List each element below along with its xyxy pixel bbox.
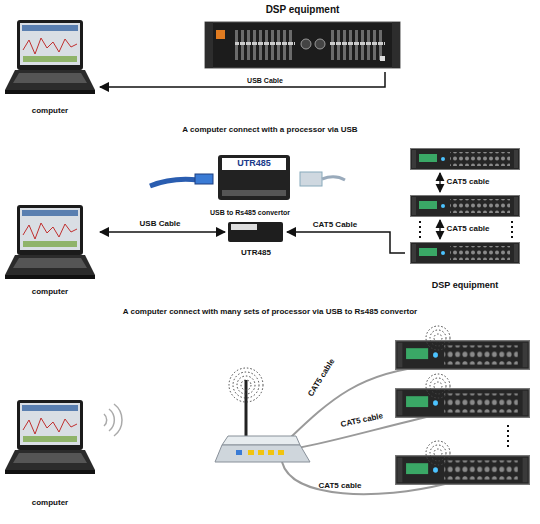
wifi-waves (109, 409, 114, 431)
dsp-unit (330, 30, 385, 60)
wireless-router (215, 380, 310, 462)
dsp-unit (392, 22, 400, 68)
wifi-signal (426, 441, 450, 465)
wireless-router (248, 450, 254, 455)
converter-device (231, 224, 257, 230)
wifi-signal (241, 380, 251, 390)
device-logo: UTR485 (237, 159, 271, 169)
wifi-signal (430, 445, 446, 461)
converter-photo (150, 179, 198, 186)
dsp-unit (315, 39, 325, 49)
wifi-signal (233, 372, 259, 398)
dsp-unit (396, 341, 530, 370)
continuation-dots (511, 221, 513, 239)
cable-arrow (287, 232, 405, 253)
dsp-unit (235, 30, 295, 60)
wifi-signal (430, 378, 446, 394)
wifi-signal (426, 326, 450, 465)
laptop-computer (5, 400, 95, 474)
wireless-router (245, 380, 248, 440)
converter-photo (300, 172, 322, 186)
wifi-signal (426, 374, 450, 398)
wireless-router (215, 445, 310, 462)
dsp-unit (380, 56, 385, 61)
dsp-unit (411, 149, 520, 170)
dsp-unit (216, 30, 225, 39)
converter-device (228, 222, 283, 242)
wireless-router (278, 450, 284, 455)
link-arrow (439, 220, 440, 239)
cable-label: CAT5 Cable (313, 221, 357, 230)
dsp-unit (205, 22, 213, 68)
wifi-signal (434, 382, 442, 390)
dsp-unit (411, 196, 520, 217)
laptop-computer (5, 20, 95, 94)
node-label: DSP equipment (432, 281, 498, 291)
converter-node: UTR485 (225, 221, 287, 258)
converter-photo (222, 158, 286, 170)
cable-label: USB Cable (140, 220, 181, 229)
link-arrow (439, 173, 440, 192)
wireless-router (236, 450, 242, 455)
cable-label: CAT5 cable (447, 225, 490, 234)
wifi-signal (229, 368, 263, 402)
wifi-waves (114, 404, 122, 436)
node-label: computer (32, 499, 68, 508)
dsp-unit (205, 22, 400, 68)
cable-arrow (100, 72, 385, 87)
dsp-unit (205, 22, 400, 68)
node-label: computer (32, 107, 68, 116)
wifi-signal (426, 326, 450, 350)
dsp-node: DSP equipment (200, 4, 405, 72)
cable-label: CAT5 cable (307, 357, 337, 398)
converter-photo (322, 177, 345, 180)
device-name: USB to Rs485 convertor (210, 209, 290, 217)
cable-label: USB Cable (247, 77, 283, 85)
dsp-unit (396, 456, 530, 485)
link-arrow (440, 173, 441, 239)
dsp-unit (396, 389, 530, 418)
converter-device (228, 222, 283, 242)
caption: A computer connect with many sets of pro… (123, 308, 417, 317)
cable-label: CAT5 cable (319, 482, 362, 491)
cable-label: CAT5 cable (447, 178, 490, 187)
computer-node: computer (0, 20, 100, 116)
computer-node: computer (0, 205, 100, 297)
wifi-signal (430, 330, 446, 346)
dsp-unit (301, 39, 311, 49)
computer-node: computer (0, 400, 100, 508)
node-label: computer (32, 288, 68, 297)
cable-arrow (100, 231, 225, 233)
laptop-computer (5, 205, 95, 279)
wireless-router (258, 450, 264, 455)
node-label: UTR485 (241, 249, 271, 258)
cable-label: CAT5 cable (340, 412, 384, 430)
wifi-signal (434, 449, 442, 457)
converter-photo (222, 190, 286, 196)
wireless-router (268, 450, 274, 455)
dsp-unit (411, 243, 520, 264)
node-label: DSP equipment (266, 4, 340, 15)
wifi-waves (104, 404, 122, 436)
continuation-dots (508, 425, 509, 448)
converter-photo (218, 155, 290, 200)
wireless-router (222, 436, 300, 445)
dsp-stack-node: DSP equipment (405, 145, 525, 291)
converter-photo (195, 174, 213, 184)
wifi-signal (229, 368, 263, 402)
continuation-dots (420, 221, 512, 239)
wifi-signal (434, 334, 442, 342)
continuation-dots (419, 221, 421, 239)
converter-photo (150, 155, 345, 200)
caption: A computer connect with a processor via … (182, 126, 357, 135)
continuation-dots (507, 425, 509, 448)
wifi-signal (237, 376, 255, 394)
wifi-waves (104, 414, 107, 426)
